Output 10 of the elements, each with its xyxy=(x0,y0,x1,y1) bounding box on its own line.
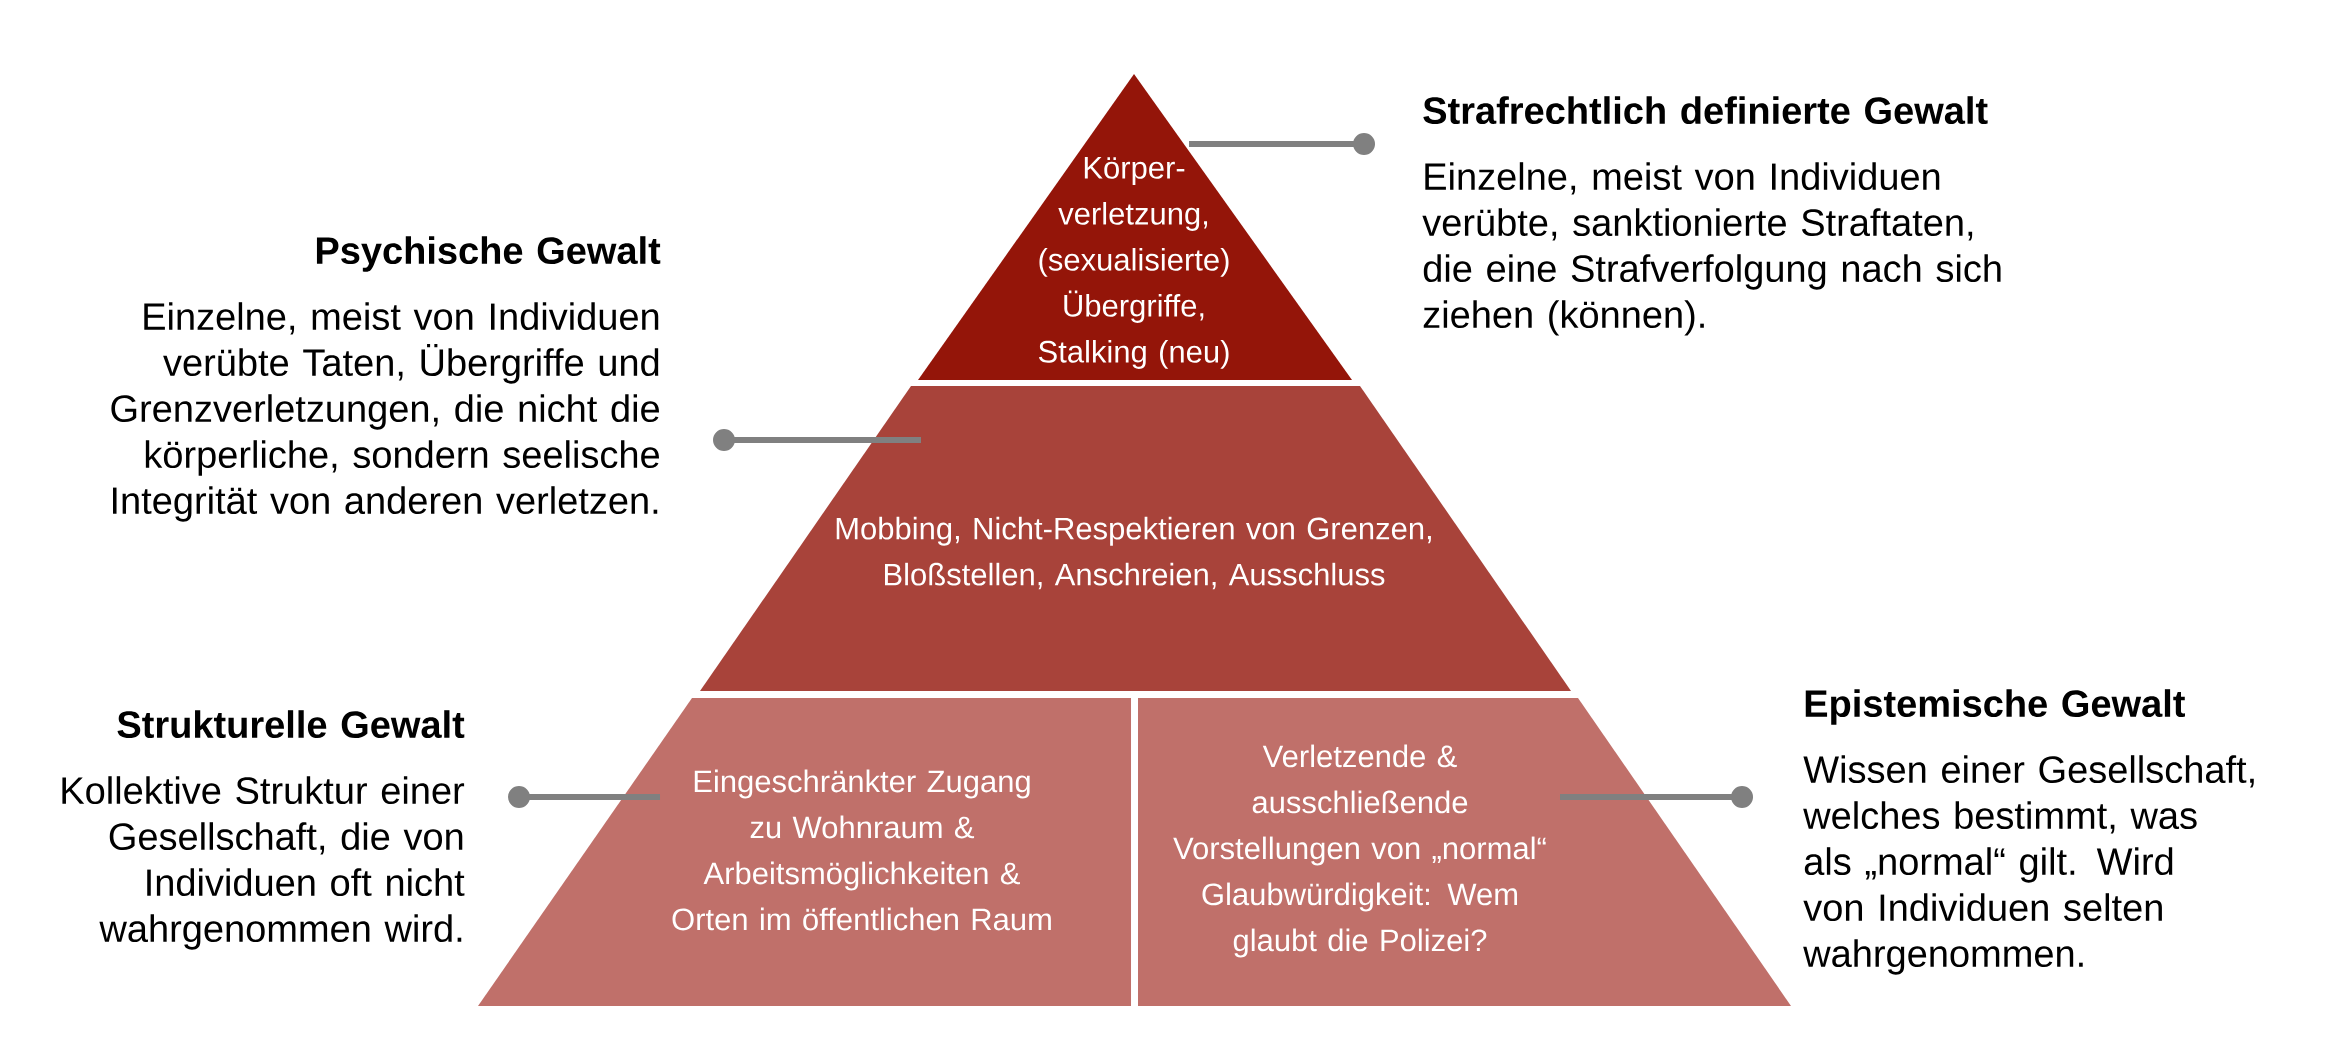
pyramid-tier: Mobbing, Nicht-Respektieren von Grenzen, Bloßstellen, Anschreien, Ausschluss xyxy=(700,386,1571,691)
annotation-text: Epistemische Gewalt Wissen einer Gesellschaft, welches bestimmt, was als „normal“ gilt. Wird von Individuen selten wahrgenommen. xyxy=(1803,689,2254,975)
annotation-text: Strukturelle Gewalt Kollektive Struktur einer Gesellschaft, die von Individuen oft nicht wahrgenommen wird. xyxy=(62,710,465,950)
leader-line xyxy=(1189,133,1375,155)
pyramid-tier: Eingeschränkter Zugang zu Wohnraum & Arbeitsmöglichkeiten & Orten im öffentlichen Raum xyxy=(478,698,1131,1006)
pyramid-tier: Körper-verletzung, (sexualisierte) Übergriffe, Stalking (neu) xyxy=(918,74,1352,380)
pyramid-tier: Verletzende & ausschließende Vorstellungen von „normal“ Glaubwürdigkeit: Wem glaubt die Polizei? xyxy=(1138,698,1791,1006)
leader-line xyxy=(1560,786,1753,808)
annotation-text: Psychische Gewalt Einzelne, meist von Individuen verübte Taten, Übergriffe und Grenzverletzungen, die nicht die körperliche, sondern seelische Integrität von anderen verletzen. xyxy=(111,236,661,522)
annotation-text: Strafrechtlich definierte Gewalt Einzelne, meist von Individuen verübte, sanktionierte Straftaten, die eine Strafverfolgung nach sich ziehen (können). xyxy=(1422,96,2001,336)
